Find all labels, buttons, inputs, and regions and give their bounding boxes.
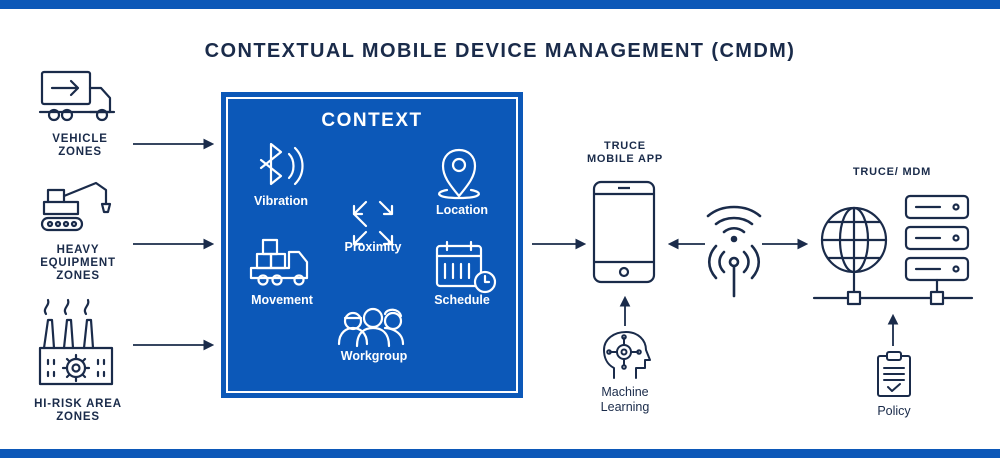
context-title: CONTEXT: [321, 110, 423, 131]
bottom-band: [0, 449, 1000, 458]
factory-icon: [38, 298, 114, 386]
workgroup-label: Workgroup: [340, 349, 408, 363]
bluetooth-icon: [259, 142, 304, 186]
proximity-icon: [352, 200, 394, 246]
truce-mdm-label: TRUCE/ MDM: [852, 166, 932, 178]
diagram-title: CONTEXTUAL MOBILE DEVICE MANAGEMENT (CMD…: [204, 40, 796, 62]
policy-label: Policy: [877, 404, 911, 418]
proximity-label: Proximity: [344, 240, 402, 254]
mdm-server-globe-icon: [812, 194, 974, 306]
smartphone-icon: [592, 180, 656, 284]
top-band: [0, 0, 1000, 9]
location-icon: [438, 148, 480, 200]
movement-truck-icon: [249, 238, 309, 286]
schedule-label: Schedule: [434, 293, 490, 307]
machine-learning-head-icon: [603, 331, 651, 379]
globe-icon: [820, 206, 888, 274]
wifi-tower-icon: [706, 205, 762, 298]
schedule-icon: [435, 240, 497, 294]
policy-clipboard-icon: [877, 351, 911, 397]
workgroup-icon: [337, 307, 405, 348]
context-icons: [249, 142, 497, 348]
excavator-icon: [40, 181, 112, 232]
location-label: Location: [435, 203, 489, 217]
truck-icon: [38, 70, 116, 122]
movement-label: Movement: [251, 293, 313, 307]
vibration-label: Vibration: [254, 194, 308, 208]
server-stack-icon: [904, 194, 970, 282]
